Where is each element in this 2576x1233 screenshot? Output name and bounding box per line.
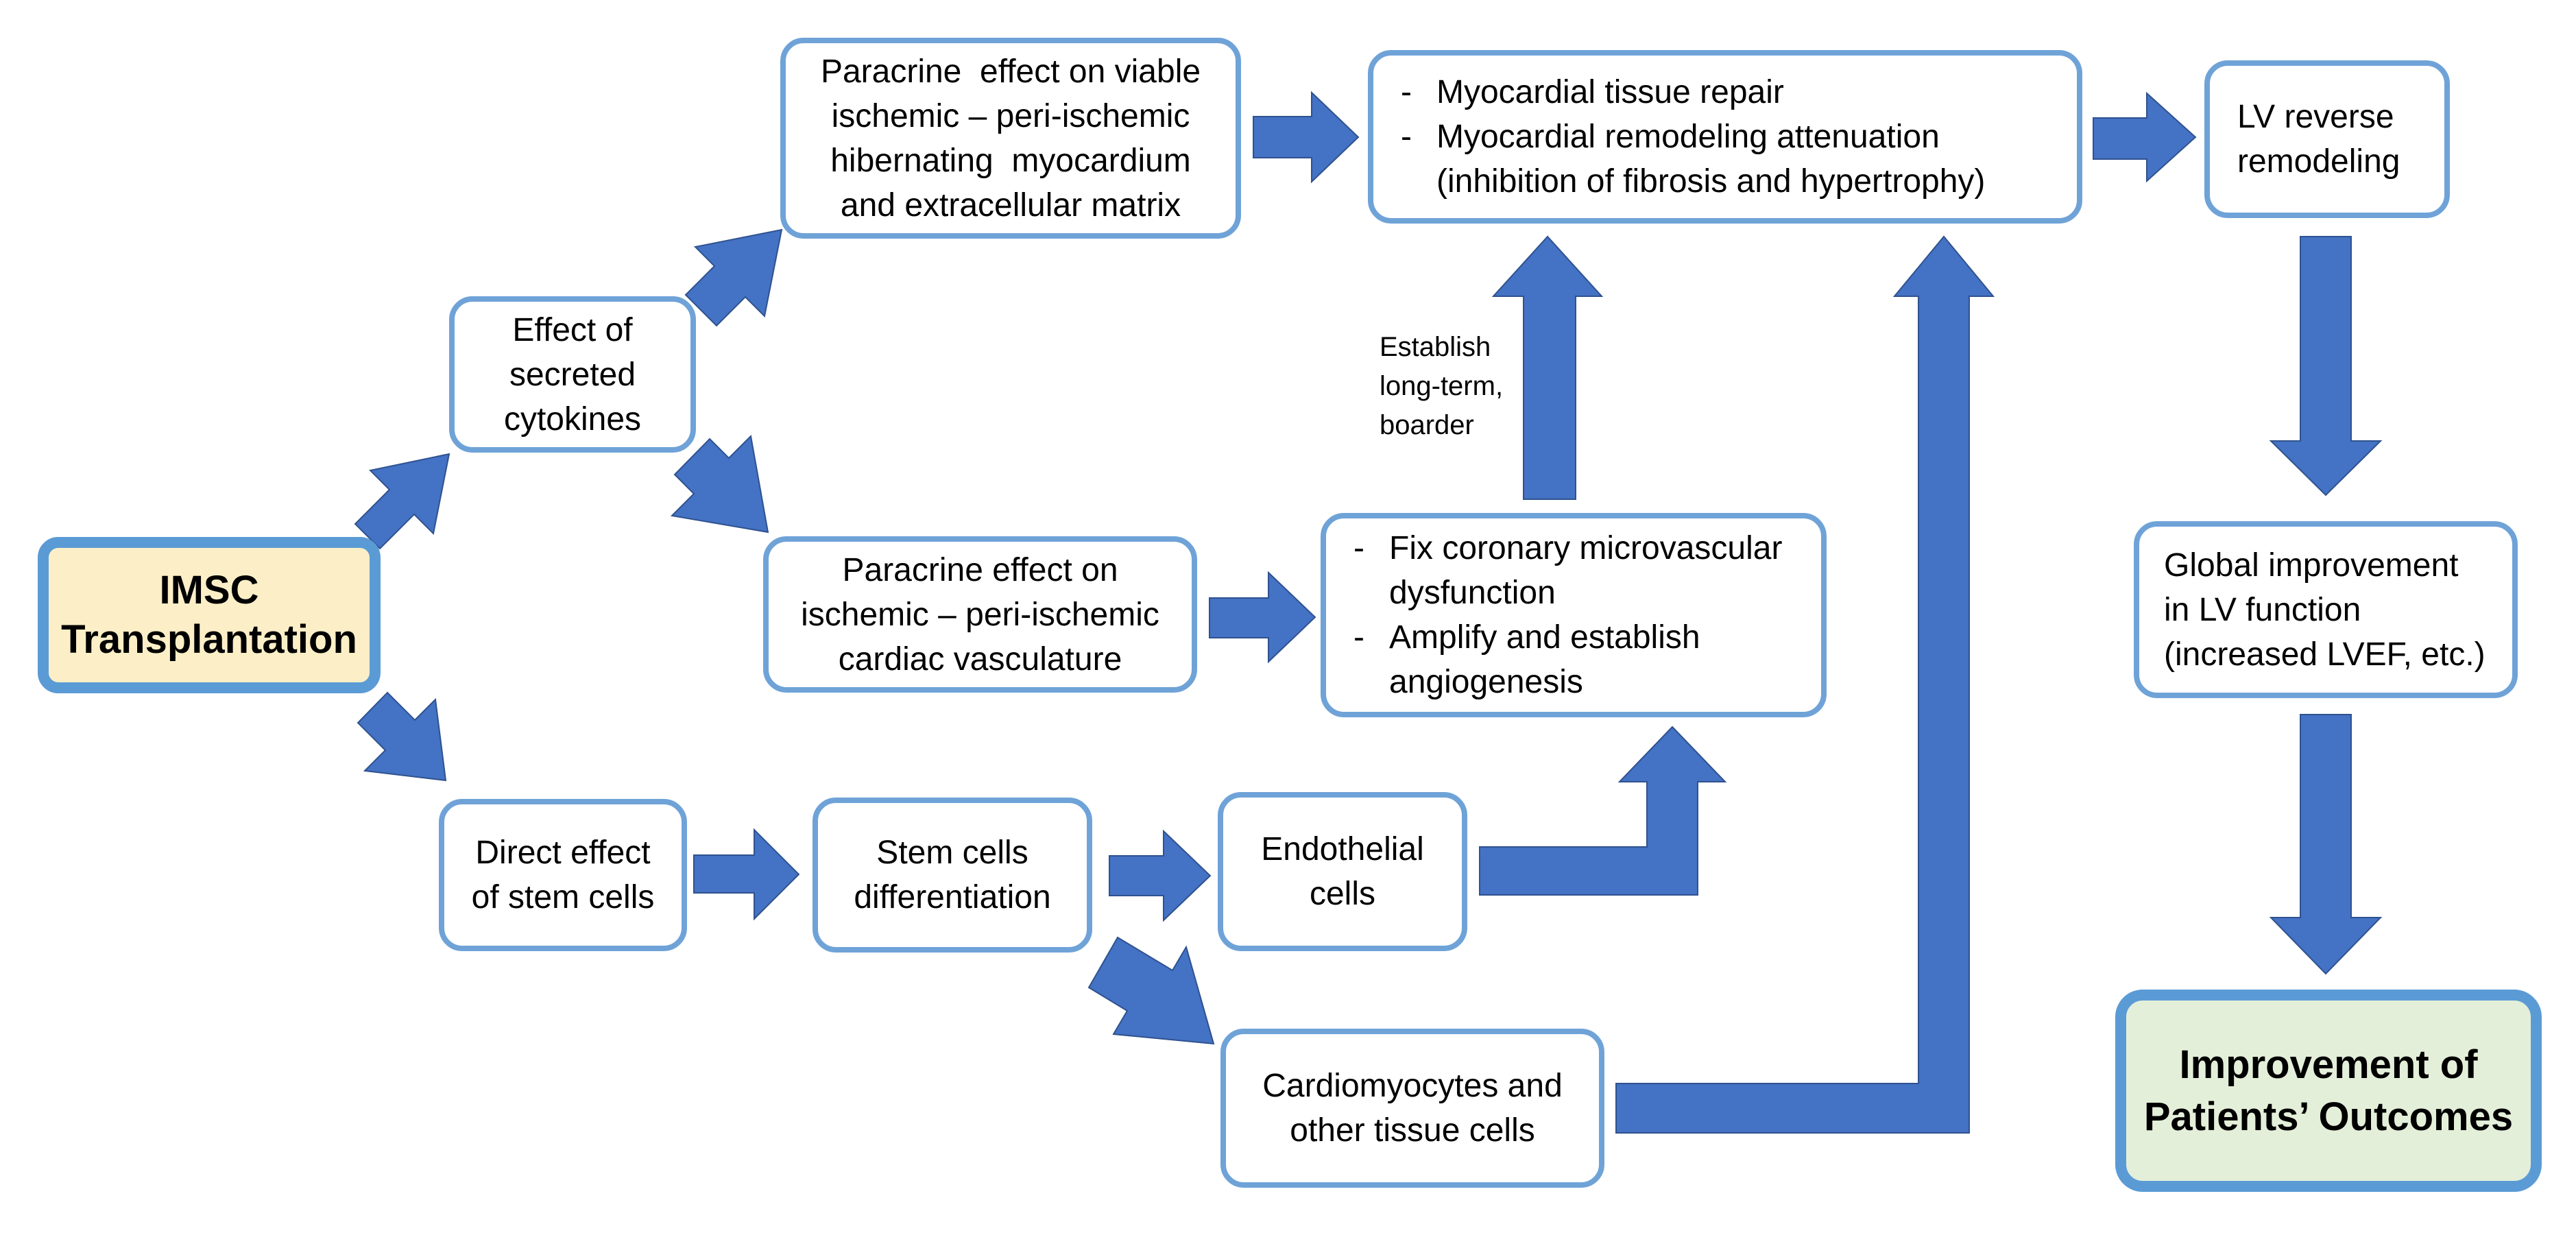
arrow-stemdiff-to-endothelial	[1109, 829, 1212, 922]
arrow-cardiomyocytes-to-repair	[1615, 235, 1995, 1134]
cardio-line-1: Cardiomyocytes and	[1262, 1068, 1563, 1104]
myocardial-repair-node: - Myocardial tissue repair - Myocardial …	[1368, 50, 2082, 224]
repair-item-1-text: Myocardial tissue repair	[1436, 74, 1784, 110]
global-line-3: (increased LVEF, etc.)	[2164, 636, 2485, 673]
stemdiff-line-1: Stem cells	[876, 835, 1028, 871]
arrow-direct-to-stemdiff	[693, 828, 800, 921]
arrow-viable-to-repair	[1253, 91, 1360, 184]
arrow-global-to-outcomes	[2269, 714, 2383, 975]
establish-line-3: boarder	[1380, 410, 1474, 440]
imsc-line-1: IMSC	[159, 568, 259, 612]
cytokines-line-3: cytokines	[503, 400, 642, 438]
arrow-stemdiff-to-cardiomyocytes	[1087, 936, 1215, 1045]
arrow-lv-to-global	[2269, 236, 2383, 496]
microvasc-item-1-text: Fix coronary microvascular	[1389, 530, 1783, 566]
cytokines-line-1: Effect of	[512, 311, 633, 348]
paracrine-viable-node: Paracrine effect on viable ischemic – pe…	[780, 38, 1241, 239]
global-line-1: Global improvement	[2164, 547, 2459, 584]
direct-effect-node: Direct effect of stem cells	[439, 799, 687, 951]
arrow-cytokines-to-paracrine-viable	[684, 228, 783, 327]
lv-reverse-remodeling-node: LV reverse remodeling	[2204, 60, 2450, 218]
global-line-2: in LV function	[2164, 591, 2361, 628]
direct-line-2: of stem cells	[471, 879, 655, 915]
lv-line-2: remodeling	[2237, 143, 2400, 180]
outcomes-line-1: Improvement of	[2179, 1042, 2478, 1087]
endothelial-cells-node: Endothelial cells	[1218, 792, 1467, 951]
vasc-line-2: ischemic – peri-ischemic	[801, 596, 1159, 633]
establish-annotation: Establish long-term, boarder	[1380, 328, 1503, 445]
stemdiff-line-2: differentiation	[854, 879, 1051, 915]
stem-cells-differentiation-node: Stem cells differentiation	[812, 798, 1092, 953]
bullet-dash: -	[1353, 619, 1364, 656]
paracrine-vasculature-node: Paracrine effect on ischemic – peri-isch…	[763, 536, 1197, 693]
cytokines-node: Effect of secreted cytokines	[449, 296, 696, 453]
global-improvement-node: Global improvement in LV function (incre…	[2134, 521, 2518, 698]
arrow-imsc-to-cytokines	[354, 453, 450, 550]
patients-outcomes-node: Improvement of Patients’ Outcomes	[2115, 990, 2542, 1192]
arrow-cytokines-to-paracrine-vasc	[670, 434, 769, 534]
microvasc-item-2-continued: angiogenesis	[1389, 664, 1583, 700]
vasc-line-3: cardiac vasculature	[838, 641, 1122, 678]
repair-item-2: - Myocardial remodeling attenuation	[1401, 115, 2063, 159]
establish-line-2: long-term,	[1380, 371, 1504, 401]
direct-line-1: Direct effect	[475, 835, 651, 871]
endothelial-line-2: cells	[1309, 876, 1376, 912]
microvasc-item-1-continued: dysfunction	[1389, 575, 1556, 611]
cardiomyocytes-node: Cardiomyocytes and other tissue cells	[1220, 1029, 1604, 1188]
microvasc-item-1: - Fix coronary microvascular	[1353, 526, 1807, 571]
imsc-line-2: Transplantation	[61, 617, 357, 662]
viable-line-2: ischemic – peri-ischemic	[831, 97, 1190, 134]
cytokines-line-2: secreted	[509, 356, 636, 393]
lv-line-1: LV reverse	[2237, 99, 2394, 135]
bullet-dash: -	[1401, 119, 1412, 155]
microvasc-item-2-text: Amplify and establish	[1389, 619, 1700, 656]
microvascular-node: - Fix coronary microvascular dysfunction…	[1321, 513, 1827, 717]
viable-line-4: and extracellular matrix	[840, 187, 1181, 224]
outcomes-line-2: Patients’ Outcomes	[2143, 1094, 2514, 1139]
arrow-repair-to-lv	[2093, 91, 2197, 183]
viable-line-1: Paracrine effect on viable	[820, 53, 1201, 90]
arrow-imsc-to-direct	[357, 691, 447, 782]
repair-item-1: - Myocardial tissue repair	[1401, 70, 2063, 115]
vasc-line-1: Paracrine effect on	[842, 551, 1118, 588]
repair-item-2-text: Myocardial remodeling attenuation	[1436, 119, 1940, 155]
arrow-vasc-to-microvasc	[1209, 571, 1316, 664]
establish-line-1: Establish	[1380, 332, 1491, 362]
endothelial-line-1: Endothelial	[1261, 831, 1424, 867]
bullet-dash: -	[1401, 74, 1412, 110]
imsc-transplantation-node: IMSC Transplantation	[38, 537, 381, 693]
bullet-dash: -	[1353, 530, 1364, 566]
viable-line-3: hibernating myocardium	[830, 142, 1191, 179]
arrow-endothelial-to-microvasc	[1479, 726, 1727, 896]
repair-item-2-continued: (inhibition of fibrosis and hypertrophy)	[1436, 163, 1986, 200]
arrow-microvasc-to-repair	[1491, 235, 1604, 500]
cardio-line-2: other tissue cells	[1290, 1112, 1535, 1149]
microvasc-item-2: - Amplify and establish	[1353, 615, 1807, 660]
